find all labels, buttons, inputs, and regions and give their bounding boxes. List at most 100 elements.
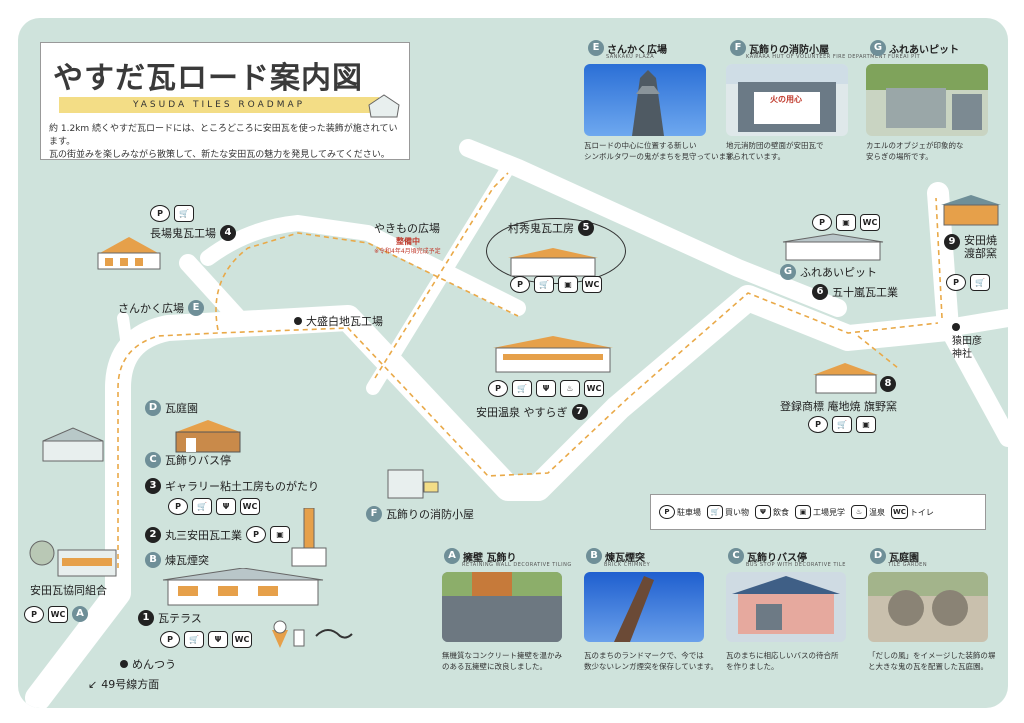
spot5-building-illustration — [503, 248, 603, 278]
location-dot-icon — [120, 660, 128, 668]
wc-icon: WC — [584, 380, 604, 397]
wc-icon: WC — [582, 276, 602, 293]
shop-icon: 🛒 — [832, 416, 852, 433]
retaining-wall-photo — [442, 572, 562, 642]
building-sketch-west — [38, 426, 108, 464]
brick-chimney-illustration — [288, 507, 328, 568]
fureai-pit-photo — [866, 64, 988, 136]
spot8-number[interactable]: 8 — [880, 376, 896, 392]
spot8-label[interactable]: 登録商標 庵地焼 旗野窯 — [780, 400, 897, 413]
shop-icon: 🛒 — [512, 380, 532, 397]
shop-icon: 🛒 — [174, 205, 194, 222]
arrow-down-left-icon: ↙ — [88, 677, 98, 691]
wc-icon: WC — [860, 214, 880, 231]
spot5-highlight-ellipse — [486, 218, 626, 284]
title-panel: やすだ瓦ロード案内図 YASUDA TILES ROADMAP 約 1.2km … — [40, 42, 410, 160]
spot9-building-illustration — [936, 193, 1006, 229]
factory-icon: ▣ — [836, 214, 856, 231]
spot8-building-illustration — [808, 363, 883, 395]
yakimono-status: 整備中 — [396, 237, 420, 246]
spot9-facility-icons: P 🛒 — [946, 274, 990, 291]
location-dot-icon — [952, 323, 960, 331]
map-subtitle: YASUDA TILES ROADMAP — [59, 97, 379, 113]
spot6-facility-icons: P ▣ WC — [812, 214, 880, 231]
kumiai-building-illustration — [28, 538, 118, 578]
map-title: やすだ瓦ロード案内図 — [53, 61, 363, 96]
spot7-onsen-illustration — [488, 336, 618, 376]
spot3-facility-icons: P 🛒 Ψ WC — [168, 498, 260, 515]
spot8-facility-icons: P 🛒 ▣ — [808, 416, 876, 433]
kawara-terrace-illustration — [158, 567, 328, 608]
brick-chimney-photo — [584, 572, 704, 642]
mentsuu-label: めんつう — [120, 656, 176, 672]
parking-icon: P — [168, 498, 188, 515]
wc-icon: WC — [891, 505, 908, 519]
parking-icon: P — [246, 526, 266, 543]
spot4-facility-icons: P 🛒 — [150, 205, 194, 222]
food-icon: Ψ — [216, 498, 236, 515]
parking-icon: P — [659, 505, 675, 519]
spotF-building-sketch — [386, 468, 441, 500]
softcream-coffee-icon — [272, 620, 353, 648]
parking-icon: P — [812, 214, 832, 231]
parking-icon: P — [160, 631, 180, 648]
spot4-building-illustration — [90, 233, 168, 273]
factory-icon: ▣ — [270, 526, 290, 543]
parking-icon: P — [510, 276, 530, 293]
shop-icon: 🛒 — [534, 276, 554, 293]
shop-icon: 🛒 — [192, 498, 212, 515]
saruta-shrine-label: 猿田彦 神社 — [952, 322, 982, 361]
spot5-facility-icons: P 🛒 ▣ WC — [510, 276, 602, 293]
kumiai-label: 安田瓦協同組合 — [30, 584, 107, 597]
spot6-building-illustration — [778, 232, 888, 262]
bus-stop-photo — [726, 572, 846, 642]
fire-warning-sign: 火の用心 — [770, 95, 802, 104]
parking-icon: P — [946, 274, 966, 291]
tile-logo-icon — [368, 94, 400, 118]
wc-icon: WC — [48, 606, 68, 623]
factory-icon: ▣ — [795, 505, 811, 519]
wc-icon: WC — [240, 498, 260, 515]
spotA-facility-icons: P WC A — [24, 606, 88, 623]
parking-icon: P — [808, 416, 828, 433]
sankaku-plaza-photo — [584, 64, 706, 136]
shop-icon: 🛒 — [707, 505, 723, 519]
route49-direction[interactable]: ↙49号線方面 — [88, 677, 160, 692]
spot9-label[interactable]: 9 安田焼 渡部窯 — [944, 234, 1004, 260]
parking-icon: P — [150, 205, 170, 222]
shop-icon: 🛒 — [970, 274, 990, 291]
parking-icon: P — [488, 380, 508, 397]
food-icon: Ψ — [208, 631, 228, 648]
food-icon: Ψ — [536, 380, 556, 397]
factory-icon: ▣ — [856, 416, 876, 433]
wc-icon: WC — [232, 631, 252, 648]
spot1-facility-icons: P 🛒 Ψ WC — [160, 631, 252, 648]
parking-icon: P — [24, 606, 44, 623]
shop-icon: 🛒 — [184, 631, 204, 648]
tile-garden-photo — [868, 572, 988, 642]
food-icon: Ψ — [755, 505, 771, 519]
spot7-facility-icons: P 🛒 Ψ ♨ WC — [488, 380, 604, 397]
title-description: 約 1.2km 続くやすだ瓦ロードには、ところどころに安田瓦を使った装飾が施され… — [49, 124, 398, 160]
fire-hut-photo: 火の用心 — [726, 64, 848, 136]
factory-icon: ▣ — [558, 276, 578, 293]
yakimono-note: ※令和4年4月頃完成予定 — [374, 248, 441, 255]
onsen-icon: ♨ — [560, 380, 580, 397]
spotD-building-illustration — [168, 418, 248, 454]
spotA-map-marker[interactable]: A — [72, 606, 88, 622]
location-dot-icon — [294, 317, 302, 325]
